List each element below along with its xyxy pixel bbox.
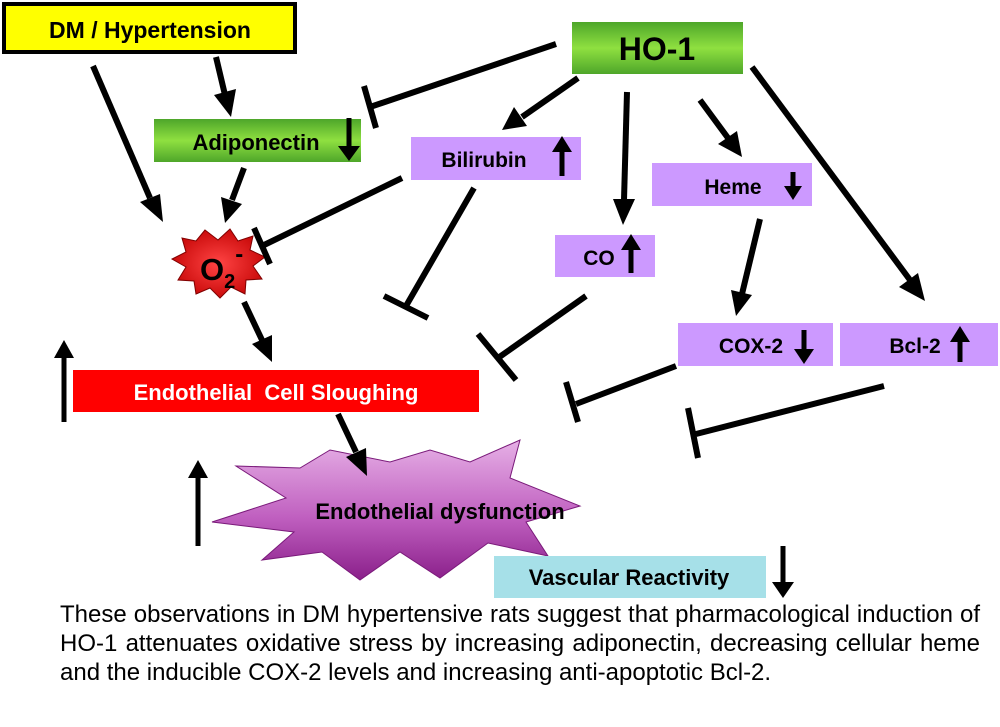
bilirubin-label: Bilirubin <box>441 149 526 172</box>
cell-sloughing-box <box>73 370 479 412</box>
co-box <box>555 235 655 277</box>
summary-caption: These observations in DM hypertensive ra… <box>60 601 980 686</box>
activation-arrows <box>90 56 925 476</box>
ho1-label: HO-1 <box>619 31 695 67</box>
vascular-reactivity-label: Vascular Reactivity <box>529 565 730 590</box>
inhibit-cox2-dysfunction <box>563 363 678 423</box>
co-label: CO <box>583 247 615 270</box>
cell-sloughing-label: Endothelial Cell Sloughing <box>134 380 419 405</box>
adiponectin-label: Adiponectin <box>192 130 319 155</box>
bilirubin-up-arrow-icon <box>552 136 572 176</box>
arrow-heme-to-cox2 <box>731 218 763 316</box>
co-up-arrow-icon <box>621 234 641 273</box>
vascular-reactivity-down-arrow-icon <box>772 546 794 598</box>
arrow-ho1-to-bilirubin <box>502 75 580 130</box>
endothelial-dysfunction-label: Endothelial dysfunction <box>315 499 564 524</box>
cox2-down-arrow-icon <box>794 330 814 364</box>
dysfunction-up-arrow-icon <box>188 460 208 546</box>
superoxide-burst <box>170 228 266 299</box>
inhibit-co-sloughing <box>475 293 588 382</box>
arrow-dm-to-superoxide <box>90 64 163 222</box>
inhibition-lines <box>251 41 885 459</box>
bilirubin-box <box>411 137 581 180</box>
arrow-ho1-to-heme <box>697 98 742 157</box>
vascular-reactivity-box <box>494 556 766 598</box>
heme-down-arrow-icon <box>784 172 802 200</box>
inhibit-bilirubin-superoxide <box>251 175 404 266</box>
sloughing-up-arrow-icon <box>54 340 74 422</box>
arrow-sloughing-to-dysfunction <box>335 412 367 476</box>
arrow-ho1-to-bcl2 <box>749 65 925 301</box>
inhibit-bilirubin-sloughing <box>382 186 477 321</box>
heme-box <box>652 163 812 206</box>
heme-label: Heme <box>704 176 761 199</box>
arrow-ho1-to-co <box>613 91 635 225</box>
ho1-box <box>572 22 743 74</box>
adiponectin-box <box>154 119 361 162</box>
adiponectin-down-arrow-icon <box>338 118 360 161</box>
bcl2-label: Bcl-2 <box>889 335 940 358</box>
inhibit-ho1-adiponectin <box>361 41 557 129</box>
bcl2-up-arrow-icon <box>950 326 970 362</box>
cox2-label: COX-2 <box>719 335 783 358</box>
arrow-superoxide-to-sloughing <box>241 300 272 362</box>
arrow-dm-to-adiponectin <box>213 56 236 117</box>
indicator-arrows <box>54 118 970 598</box>
pathway-diagram: DM / Hypertension HO-1 Adiponectin Bilir… <box>2 2 998 598</box>
superoxide-label: O2- <box>200 241 243 293</box>
bcl2-box <box>840 323 998 366</box>
arrow-adiponectin-to-superoxide <box>221 166 247 223</box>
dm-hypertension-label: DM / Hypertension <box>49 17 251 43</box>
inhibit-bcl2-dysfunction <box>685 383 885 459</box>
dm-hypertension-box <box>2 2 297 54</box>
